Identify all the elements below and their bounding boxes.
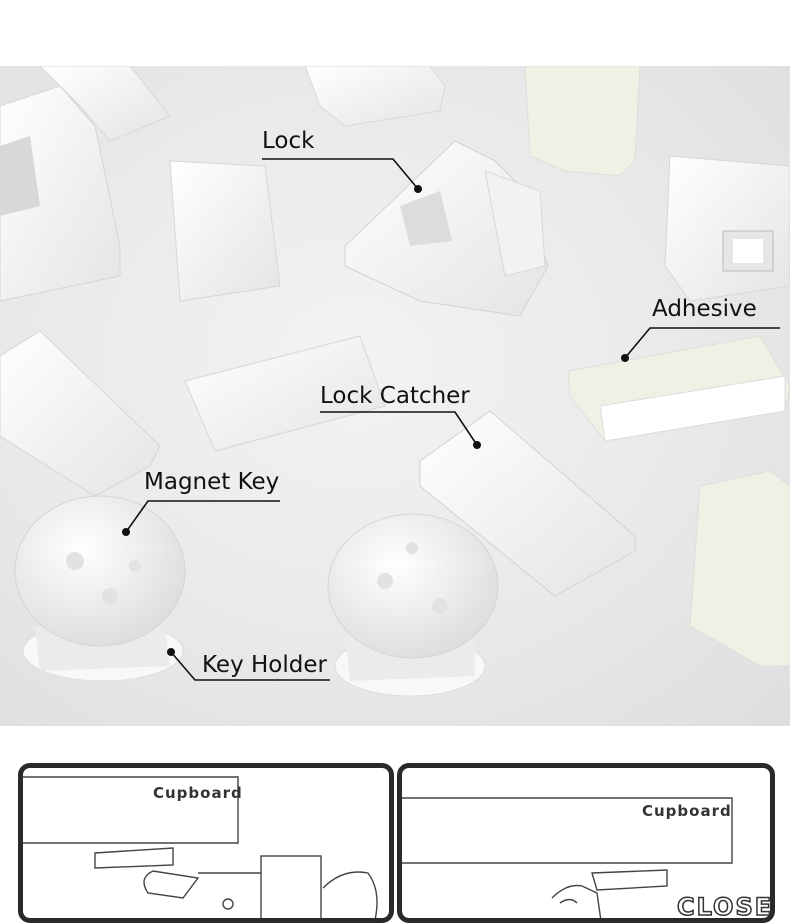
cupboard-label-left: Cupboard	[153, 784, 243, 802]
cupboard-label-right: Cupboard	[642, 802, 732, 820]
diagram-drawing-left	[23, 776, 378, 918]
lock-label: Lock	[262, 128, 315, 154]
part-fragment-top-middle	[304, 66, 446, 127]
label-dots	[122, 185, 629, 656]
lock-leader	[262, 158, 419, 190]
lock-catcher-piece	[419, 410, 636, 597]
key-holder-leader	[170, 651, 330, 681]
lock-piece-right	[664, 155, 790, 302]
lock-catcher-leader	[320, 411, 478, 446]
lock-piece-top-left	[0, 85, 121, 302]
lock-piece-center	[344, 140, 549, 317]
magnet-key-right	[327, 513, 499, 697]
catcher-piece-center	[184, 335, 386, 452]
key-holder-label: Key Holder	[202, 652, 327, 678]
adhesive-leader	[624, 327, 780, 359]
lock-catcher-label: Lock Catcher	[320, 383, 470, 409]
magnet-key-left	[14, 495, 186, 682]
installation-diagram-left: Cupboard	[18, 763, 394, 923]
installation-diagram-right: Cupboard CLOSE	[397, 763, 775, 923]
product-photo	[0, 66, 790, 726]
adhesive-pad-top	[524, 66, 641, 177]
product-parts-illustration	[0, 66, 790, 697]
catcher-piece-far-left	[0, 330, 161, 497]
magnet-key-leader	[125, 500, 280, 533]
label-leader-lines	[125, 158, 780, 681]
adhesive-pad-bottom	[689, 470, 790, 667]
part-fragment-top	[39, 66, 171, 142]
adhesive-label: Adhesive	[652, 296, 757, 322]
magnet-key-label: Magnet Key	[144, 469, 280, 495]
catcher-piece-left	[169, 160, 281, 302]
close-state-label: CLOSE	[676, 892, 774, 921]
